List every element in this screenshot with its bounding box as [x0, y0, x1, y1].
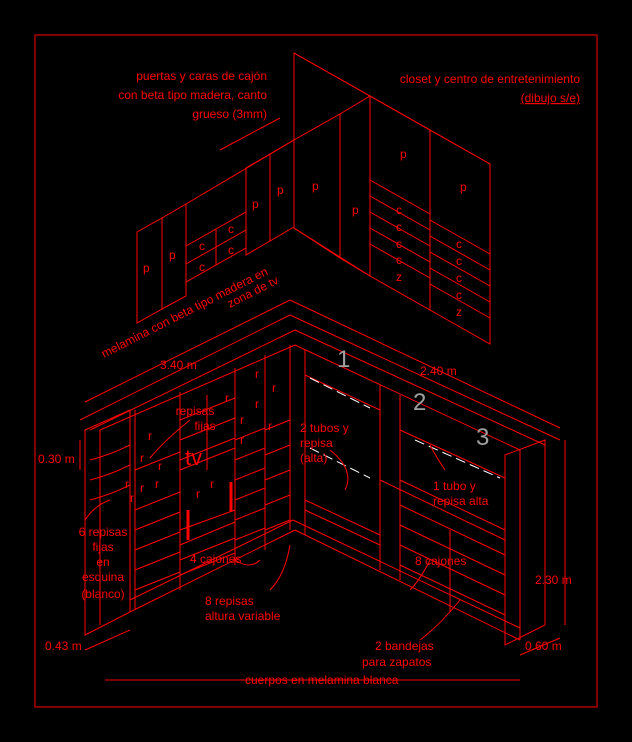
- shelf-mark: r: [210, 477, 214, 491]
- dim-width-left: 3.40 m: [160, 358, 197, 372]
- section-number-2: 2: [413, 389, 426, 416]
- shelf-mark: r: [196, 487, 200, 501]
- doors-note-line3: grueso (3mm): [192, 107, 267, 121]
- shelf-mark: r: [240, 433, 244, 447]
- mark-c-8: c: [396, 253, 402, 267]
- tube-one-note-line2: repisa alta: [433, 494, 489, 508]
- bodies-note: cuerpos en melamina blanca: [245, 673, 399, 687]
- tubes-note-line1: 2 tubos y: [300, 421, 349, 435]
- mark-c-12: c: [456, 288, 462, 302]
- annotations: puertas y caras de cajón con beta tipo m…: [38, 69, 580, 687]
- hanging-rods: [309, 377, 501, 479]
- drawers-left-note: 4 cajones: [190, 552, 241, 566]
- variable-shelves-note-line2: altura variable: [205, 609, 281, 623]
- shelf-mark: r: [268, 419, 272, 433]
- mark-c-5: c: [396, 203, 402, 217]
- mark-p-2: p: [169, 248, 176, 262]
- shelf-mark: r: [255, 367, 259, 381]
- dim-depth-top: 0.30 m: [38, 452, 75, 466]
- section-numbers: 1 2 3: [337, 346, 489, 451]
- corner-note-line5: (blanco): [81, 587, 124, 601]
- trays-note-line1: 2 bandejas: [375, 639, 434, 653]
- shelf-mark: r: [130, 491, 134, 505]
- tubes-note-line3: (alta): [300, 451, 327, 465]
- mark-z-1: z: [396, 270, 402, 284]
- variable-shelves-note-line1: 8 repisas: [205, 594, 254, 608]
- dim-height: 2.30 m: [535, 573, 572, 587]
- shelf-mark: r: [140, 481, 144, 495]
- tubes-note-line2: repisa: [300, 436, 333, 450]
- drawing-title: closet y centro de entretenimiento: [400, 72, 580, 86]
- mark-c-3: c: [199, 260, 205, 274]
- shelf-mark: r: [255, 397, 259, 411]
- mark-c-9: c: [456, 237, 462, 251]
- tv-zone-accents: [186, 482, 233, 540]
- tube-one-note-line1: 1 tubo y: [433, 479, 476, 493]
- drawing-scale: (dibujo s/e): [521, 91, 580, 105]
- mark-c-1: c: [199, 239, 205, 253]
- corner-note-line3: en: [96, 555, 109, 569]
- shelf-mark: r: [140, 451, 144, 465]
- corner-note-line4: esquina: [82, 570, 124, 584]
- mark-p-6: p: [352, 203, 359, 217]
- mark-p-5: p: [312, 179, 319, 193]
- tv-label: tv: [185, 445, 202, 470]
- doors-note-line2: con beta tipo madera, canto: [118, 88, 267, 102]
- mark-p-8: p: [460, 180, 467, 194]
- drawing-frame: [34, 34, 598, 708]
- shelf-mark: r: [155, 477, 159, 491]
- tv-zone-note-line1: melamina con beta tipo madera en: [99, 264, 270, 360]
- trays-note-line2: para zapatos: [362, 655, 431, 669]
- section-number-1: 1: [337, 346, 350, 373]
- shelf-mark: r: [148, 429, 152, 443]
- fixed-shelves-note-line2: fijas: [194, 419, 215, 433]
- dim-depth-bottom: 0.43 m: [45, 639, 82, 653]
- mark-c-2: c: [228, 222, 234, 236]
- door-elevation: [136, 52, 491, 345]
- drawers-right-note: 8 cajones: [415, 554, 466, 568]
- shelf-mark: r: [225, 391, 229, 405]
- section-number-3: 3: [476, 424, 489, 451]
- mark-p-7: p: [400, 147, 407, 161]
- furniture-isometric: [79, 314, 561, 646]
- mark-c-6: c: [396, 220, 402, 234]
- corner-note-line2: fijas: [92, 540, 113, 554]
- mark-p-1: p: [143, 261, 150, 275]
- mark-c-4: c: [228, 243, 234, 257]
- dim-width-right: 2.40 m: [420, 364, 457, 378]
- mark-c-7: c: [396, 237, 402, 251]
- shelf-mark: r: [158, 459, 162, 473]
- shelf-mark: r: [125, 477, 129, 491]
- doors-note-line1: puertas y caras de cajón: [136, 69, 267, 83]
- shelf-mark: r: [240, 413, 244, 427]
- fixed-shelves-note-line1: repisas: [176, 404, 215, 418]
- mark-z-2: z: [456, 305, 462, 319]
- mark-p-3: p: [252, 197, 259, 211]
- mark-c-11: c: [456, 271, 462, 285]
- mark-c-10: c: [456, 254, 462, 268]
- corner-note-line1: 6 repisas: [79, 525, 128, 539]
- mark-p-4: p: [277, 183, 284, 197]
- dimension-lines: [79, 299, 566, 681]
- dim-depth-right: 0.60 m: [525, 639, 562, 653]
- shelf-mark: r: [272, 381, 276, 395]
